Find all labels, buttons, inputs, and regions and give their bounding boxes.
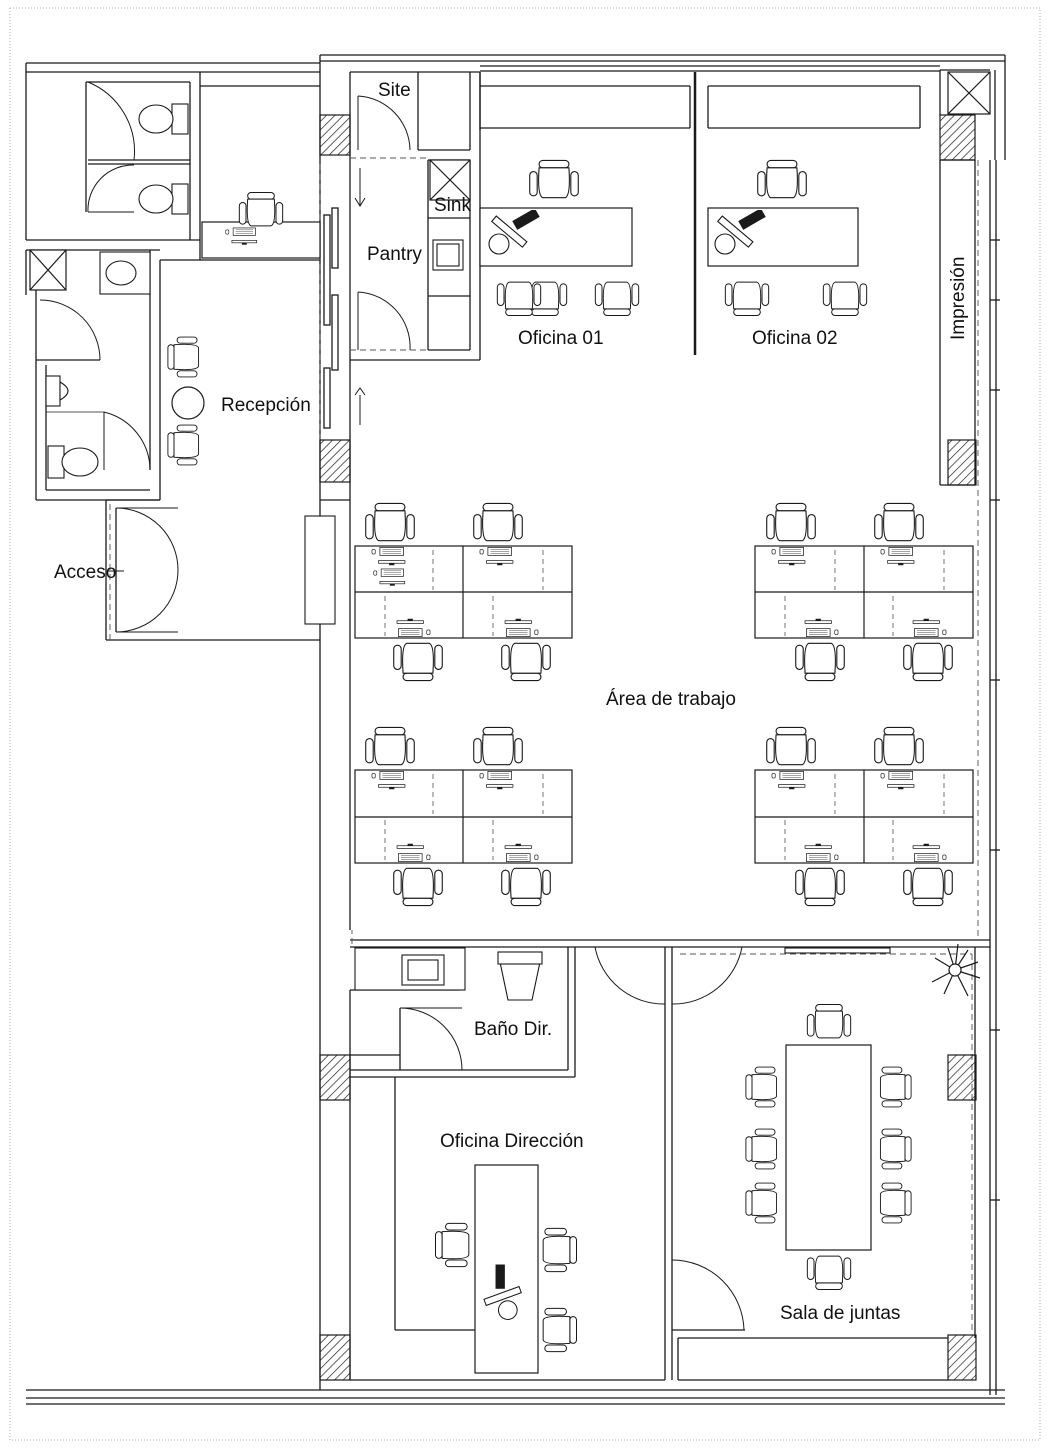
label-acceso: Acceso — [54, 562, 116, 583]
columns — [319, 114, 977, 1381]
label-site: Site — [378, 80, 411, 101]
fixtures — [45, 103, 891, 1001]
label-oficina-01: Oficina 01 — [518, 328, 604, 349]
duct-box — [29, 71, 991, 291]
walls — [25, 54, 1006, 1405]
label-impresion: Impresión — [948, 257, 969, 340]
label-area-de-trabajo: Área de trabajo — [606, 689, 736, 710]
plant-icon — [931, 943, 981, 997]
label-sala-de-juntas: Sala de juntas — [780, 1303, 900, 1324]
dashed-lines — [109, 157, 979, 1330]
reception-stool — [171, 386, 205, 420]
label-pantry: Pantry — [367, 244, 422, 265]
flow-arrows — [354, 168, 366, 425]
label-recepcion: Recepción — [221, 395, 311, 416]
label-bano-dir: Baño Dir. — [474, 1019, 552, 1040]
desks — [201, 207, 974, 1374]
label-sink: Sink — [434, 195, 471, 216]
label-oficina-direccion: Oficina Dirección — [440, 1131, 584, 1152]
room-labels: Site Sink Pantry Oficina 01 Oficina 02 I… — [54, 80, 969, 1324]
label-oficina-02: Oficina 02 — [752, 328, 838, 349]
desk-dividers — [384, 550, 945, 860]
